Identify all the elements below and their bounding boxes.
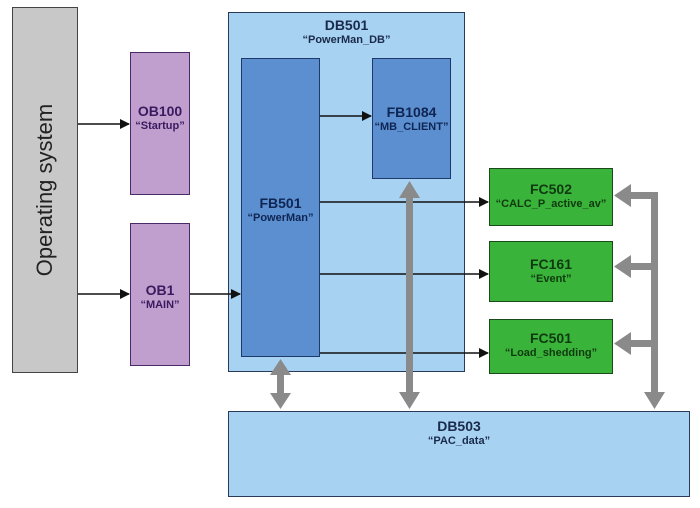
fc502-block: FC502 “CALC_P_active_av” xyxy=(489,168,613,226)
fb1084-name: “MB_CLIENT” xyxy=(374,120,449,133)
data-bus-db503-to-fcs xyxy=(614,184,665,409)
fc502-name: “CALC_P_active_av” xyxy=(495,197,607,210)
ob1-name: “MAIN” xyxy=(140,298,180,311)
db503-name: “PAC_data” xyxy=(427,434,491,447)
fc501-block: FC501 “Load_shedding” xyxy=(489,319,613,374)
operating-system-label: Operating system xyxy=(32,103,57,277)
fc501-id: FC501 xyxy=(529,330,573,346)
fb501-id: FB501 xyxy=(259,195,302,211)
db503-block: DB503 “PAC_data” xyxy=(228,411,690,497)
db501-name: “PowerMan_DB” xyxy=(302,33,391,46)
operating-system-block: Operating system xyxy=(12,7,78,373)
fc161-id: FC161 xyxy=(529,256,573,272)
fc161-name: “Event” xyxy=(530,272,572,285)
ob100-block: OB100 “Startup” xyxy=(130,52,190,195)
fc502-id: FC502 xyxy=(529,181,573,197)
fb501-block: FB501 “PowerMan” xyxy=(241,58,320,357)
fb501-name: “PowerMan” xyxy=(247,211,314,224)
fc161-block: FC161 “Event” xyxy=(489,241,613,302)
ob1-block: OB1 “MAIN” xyxy=(130,223,190,366)
fb1084-id: FB1084 xyxy=(386,104,437,120)
db503-id: DB503 xyxy=(437,418,481,434)
ob1-id: OB1 xyxy=(145,282,175,298)
ob100-id: OB100 xyxy=(137,103,183,119)
fc501-name: “Load_shedding” xyxy=(504,346,598,359)
db501-id: DB501 xyxy=(324,17,369,33)
ob100-name: “Startup” xyxy=(135,119,185,132)
fb1084-block: FB1084 “MB_CLIENT” xyxy=(372,58,451,179)
